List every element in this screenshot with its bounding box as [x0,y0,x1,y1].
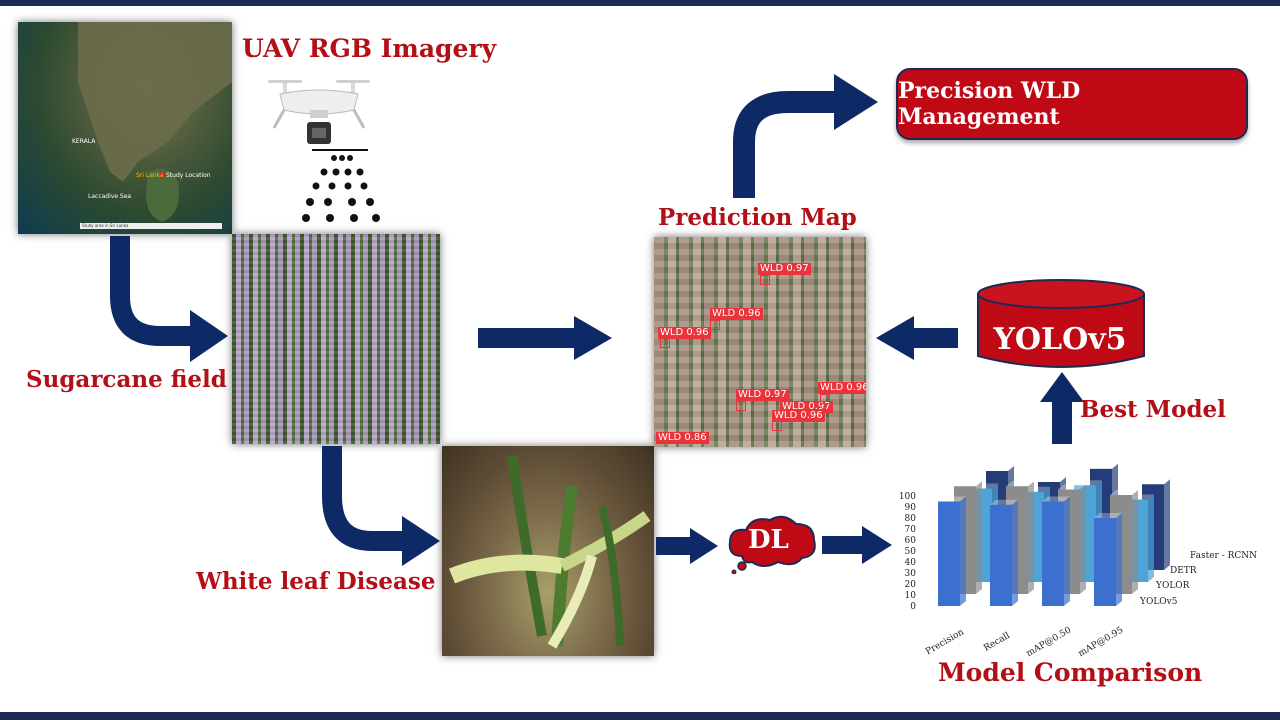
y-tick-label: 100 [899,492,916,502]
map-label-sri-lanka: Sri Lanka [136,172,164,179]
field-to-prediction-arrow [478,316,612,360]
detection-label: WLD 0.96 [772,410,825,422]
x-tick-label: mAP@0.95 [1077,625,1126,658]
bottom-border [0,712,1280,720]
precision-wld-management-box: Precision WLD Management [896,68,1248,140]
detection-label: WLD 0.96 [658,327,711,339]
detection-label: WLD 0.96 [818,382,866,394]
detection-box [772,421,782,431]
prediction-to-management-arrow [733,74,878,198]
detection-label: WLD 0.97 [758,263,811,275]
best-model-arrow [1040,372,1084,444]
y-tick-label: 10 [905,591,917,601]
detection-box [710,320,720,330]
dl-cloud [728,515,816,574]
dl-label: DL [748,525,789,555]
precision-wld-management-label: Precision WLD Management [898,78,1081,130]
map-label-laccadive: Laccadive Sea [88,193,132,200]
map-caption: Study area in Sri Lanka [80,223,222,229]
map-to-field-arrow [110,236,228,362]
map-label-study-location: Study Location [166,172,211,179]
map-label-kerala: KERALA [72,138,96,145]
y-tick-label: 60 [905,536,917,546]
series-label: DETR [1170,566,1197,576]
leaf-drawing [449,455,651,649]
white-leaf-disease-image [442,446,654,656]
bar-yolov5-2 [1042,496,1070,606]
sugarcane-title: Sugarcane field [26,366,227,393]
camera-beam-dots [302,149,380,222]
x-tick-label: Precision [924,627,966,657]
y-tick-label: 30 [905,569,917,579]
y-tick-label: 20 [905,580,917,590]
prediction-map-image: WLD 0.97 WLD 0.96 WLD 0.96 WLD 0.97 WLD … [654,237,866,447]
uav-title: UAV RGB Imagery [242,34,497,63]
detection-label: WLD 0.86 [656,432,709,444]
white-leaf-title: White leaf Disease [196,568,436,595]
yolo-to-prediction-arrow [876,316,958,360]
study-area-map: KERALA Sri Lanka Study Location Laccadiv… [18,22,232,234]
prediction-map-title: Prediction Map [658,204,857,231]
y-tick-label: 70 [905,525,917,535]
top-border [0,0,1280,6]
drone-icon [268,80,370,144]
series-label: YOLOR [1155,581,1190,591]
detection-box [760,275,770,285]
detection-box [660,338,670,348]
bar-yolov5-1 [990,499,1018,606]
bar-yolov5-3 [1094,513,1122,606]
y-tick-label: 90 [905,503,917,513]
best-model-title: Best Model [1080,396,1226,423]
series-label: Faster - RCNN [1190,551,1257,561]
leaf-to-dl-arrow [656,528,718,564]
y-tick-label: 0 [910,602,916,612]
model-comparison-title: Model Comparison [938,658,1203,687]
field-to-leaf-arrow [322,446,440,566]
detection-label: WLD 0.96 [710,308,763,320]
yolo-cylinder [977,279,1145,368]
x-tick-label: mAP@0.50 [1025,625,1074,658]
y-tick-label: 80 [905,514,917,524]
yolo-label: YOLOv5 [993,322,1127,357]
detection-box [736,401,746,411]
map-landmass [78,22,232,222]
detection-box [820,394,830,404]
series-label: YOLOv5 [1139,597,1178,607]
x-tick-label: Recall [982,631,1012,654]
sugarcane-field-image [232,234,440,444]
bar-yolov5-0 [938,496,966,606]
y-tick-label: 50 [905,547,917,557]
dl-to-chart-arrow [822,526,892,564]
y-tick-label: 40 [905,558,917,568]
detection-label: WLD 0.97 [736,389,789,401]
